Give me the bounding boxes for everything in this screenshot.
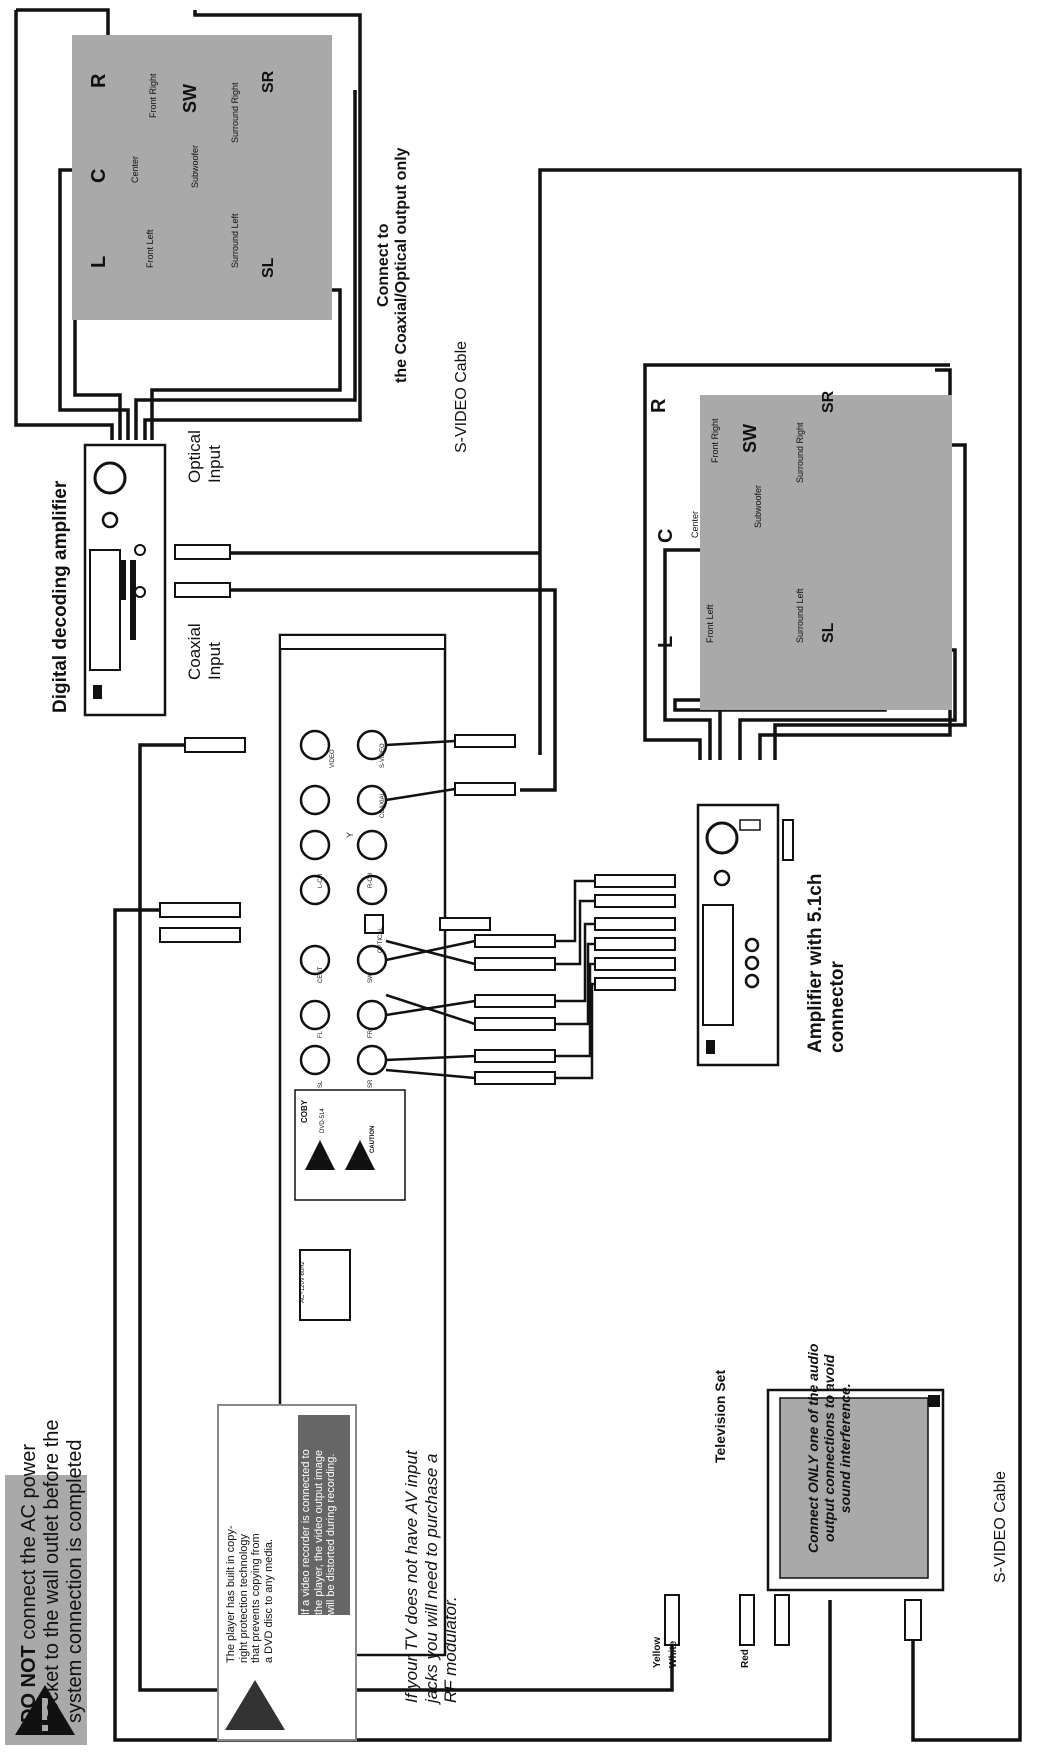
top-speaker-L: L — [88, 255, 110, 268]
top-speaker-SL: SL — [260, 257, 277, 278]
player-fr-label: FR — [368, 1030, 374, 1038]
coaxial-input-label: Coaxial Input — [185, 623, 224, 680]
player-coaxial-label: COAXIAL — [380, 791, 386, 818]
player-fl-label: FL — [318, 1030, 324, 1038]
player-brand: COBY — [300, 1099, 309, 1123]
audio-cable-left — [113, 908, 832, 1742]
player-sr-label: SR — [368, 1079, 374, 1088]
warning-line2: socket to the wall outlet before the — [41, 1419, 63, 1723]
bottom-center-label: Center — [690, 510, 700, 538]
connect-coaxial-optical-note: Connect to the Coaxial/Optical output on… — [375, 147, 411, 383]
bottom-speaker-SL: SL — [820, 622, 837, 643]
bottom-speaker-SR: SR — [820, 390, 837, 413]
video-cable-left — [138, 743, 674, 1692]
copy-notice-para2: If a video recorder is connected to the … — [300, 1449, 338, 1615]
player-sl-label: SL — [318, 1080, 324, 1088]
warning-do-not: DO NOT — [18, 1645, 40, 1723]
tv-screen-note: Connect ONLY one of the audio output con… — [805, 1343, 854, 1553]
player-power: AC~120V 60Hz — [300, 1261, 306, 1303]
bottom-speaker-R: R — [648, 398, 670, 413]
player-lch-label: L-CH — [318, 873, 324, 888]
optical-input-label: Optical Input — [185, 430, 224, 483]
warning-line3: system connection is completed — [64, 1439, 86, 1723]
amplifier-51-title: Amplifier with 5.1ch connector — [805, 873, 848, 1053]
rf-modulator-note: If your TV does not have AV input jacks … — [402, 1450, 461, 1703]
speaker-panel-top — [72, 35, 332, 320]
player-y-label: Y — [345, 831, 355, 838]
top-subwoofer-label: Subwoofer — [190, 144, 200, 188]
television-title: Television Set — [712, 1369, 728, 1463]
cable-bottom-2 — [663, 548, 725, 760]
bottom-speaker-C: C — [655, 528, 677, 543]
player-sw-label: SW — [368, 973, 374, 983]
tv-red-label: Red — [740, 1649, 751, 1668]
player-video-label: VIDEO — [330, 749, 336, 768]
player-rch-label: R-CH — [368, 873, 374, 888]
top-speaker-SW: SW — [180, 84, 200, 113]
cable-bottom-1 — [643, 363, 720, 760]
cable-bottom-4 — [758, 368, 952, 760]
top-front-right-label: Front Right — [148, 73, 158, 118]
warning-line1: connect the AC power — [18, 1443, 40, 1646]
top-center-label: Center — [130, 155, 140, 183]
speaker-panel-bottom — [700, 395, 952, 710]
cable-top-outer — [16, 8, 110, 35]
player-optical-label: OPTICAL — [378, 927, 384, 953]
top-speaker-C: C — [88, 168, 110, 183]
bottom-surround-left-label: Surround Left — [795, 588, 805, 643]
cable-bottom-5 — [773, 443, 967, 760]
bottom-speaker-SW: SW — [740, 424, 760, 453]
top-surround-right-label: Surround Right — [230, 82, 240, 143]
cable-top-right — [143, 10, 362, 440]
digital-amplifier-title: Digital decoding amplifier — [50, 480, 71, 713]
tv-yellow-label: Yellow — [652, 1636, 663, 1668]
cable-top-center — [58, 168, 130, 440]
copy-notice-para1: The player has built in copy- right prot… — [225, 1525, 275, 1663]
player-model: DVD-514 — [320, 1108, 326, 1133]
cable-top-sr — [134, 90, 357, 440]
bottom-front-left-label: Front Left — [705, 604, 715, 643]
bottom-front-right-label: Front Right — [710, 418, 720, 463]
cable-top-left2 — [73, 290, 122, 440]
player-cent-label: CENT — [318, 966, 324, 983]
tv-white-label: White — [668, 1640, 679, 1668]
svideo-cable-bottom-label: S-VIDEO Cable — [992, 1470, 1009, 1583]
bottom-surround-right-label: Surround Right — [795, 422, 805, 483]
bottom-subwoofer-label: Subwoofer — [753, 484, 763, 528]
top-surround-left-label: Surround Left — [230, 213, 240, 268]
cable-top-left — [14, 10, 114, 440]
bottom-speaker-L: L — [655, 635, 677, 648]
svideo-cable-right — [538, 168, 1022, 1742]
player-caution: CAUTION — [370, 1125, 376, 1153]
coaxial-cable — [230, 588, 557, 792]
svideo-cable-top-label: S-VIDEO Cable — [453, 340, 470, 453]
top-speaker-R: R — [88, 73, 110, 88]
warning-text: DO NOT connect the AC power socket to th… — [18, 1419, 87, 1723]
top-front-left-label: Front Left — [145, 229, 155, 268]
player-svideo-label: S-VIDEO — [380, 743, 386, 768]
top-speaker-SR: SR — [260, 70, 277, 93]
